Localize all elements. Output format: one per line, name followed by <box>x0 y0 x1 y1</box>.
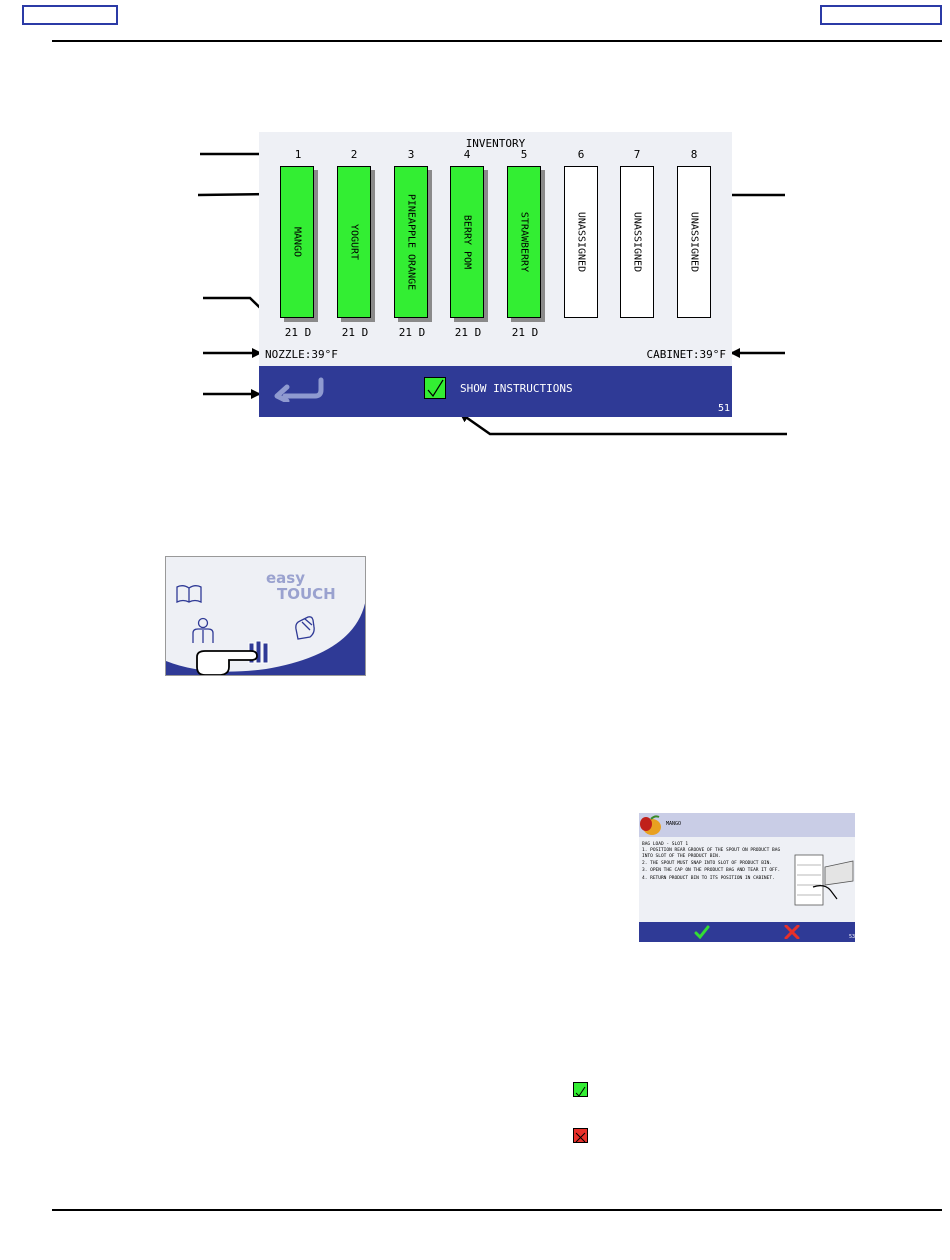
bin-label: MANGO <box>291 226 303 258</box>
confirm-check-icon[interactable] <box>694 925 710 939</box>
bin-label: YOGURT <box>348 223 360 261</box>
bin-label: BERRY POM <box>461 214 473 270</box>
days-remaining-5: 21 D <box>511 326 539 339</box>
instruction-step-3: 3. OPEN THE CAP ON THE PRODUCT BAG AND T… <box>642 868 781 873</box>
days-remaining-1: 21 D <box>284 326 312 339</box>
instruction-screen-number: 53 <box>848 934 855 940</box>
back-arrow-icon[interactable] <box>273 376 325 402</box>
callout-arrows <box>197 149 787 436</box>
product-bin-1[interactable]: MANGO <box>280 166 314 318</box>
inventory-title: INVENTORY <box>465 137 526 150</box>
slot-number-6: 6 <box>577 148 585 161</box>
bin-label: UNASSIGNED <box>688 211 700 273</box>
product-bin-4[interactable]: BERRY POM <box>450 166 484 318</box>
instruction-header: MANGO <box>639 813 855 837</box>
cleaning-hand-icon[interactable] <box>290 613 320 643</box>
instruction-bottom-bar: 53 <box>639 922 855 942</box>
slot-number-5: 5 <box>520 148 528 161</box>
legend-check-icon <box>573 1082 588 1097</box>
product-bin-2[interactable]: YOGURT <box>337 166 371 318</box>
inventory-screen: INVENTORY 1 2 3 4 5 6 7 8 MANGO YOGURT P… <box>259 132 732 417</box>
cabinet-temperature: CABINET:39°F <box>646 348 726 361</box>
home-screen: easy TOUCH <box>165 556 366 676</box>
arrow-show-instructions <box>459 411 787 436</box>
slot-number-3: 3 <box>407 148 415 161</box>
instruction-text: BAG LOAD - SLOT 1 1. POSITION REAR GROOV… <box>642 842 792 882</box>
days-remaining-3: 21 D <box>398 326 426 339</box>
pointing-hand-icon <box>196 650 258 675</box>
mango-icon <box>640 815 661 835</box>
show-instructions-label: SHOW INSTRUCTIONS <box>460 382 573 395</box>
product-bin-3[interactable]: PINEAPPLE ORANGE <box>394 166 428 318</box>
product-bin-8[interactable]: UNASSIGNED <box>677 166 711 318</box>
home-screen-background <box>166 557 365 672</box>
slot-number-7: 7 <box>633 148 641 161</box>
legend-cancel-icon <box>573 1128 588 1143</box>
logo-easy: easy <box>266 569 306 587</box>
cancel-x-icon[interactable] <box>784 925 800 939</box>
header-right-box <box>820 5 942 25</box>
slot-number-4: 4 <box>463 148 471 161</box>
product-bin-6[interactable]: UNASSIGNED <box>564 166 598 318</box>
bin-label: STRAWBERRY <box>518 211 530 273</box>
instruction-step-2: 2. THE SPOUT MUST SNAP INTO SLOT OF PROD… <box>642 861 773 866</box>
top-rule <box>52 40 942 42</box>
instruction-screen: MANGO BAG LOAD - SLOT 1 1. POSITION REAR… <box>639 813 855 942</box>
logo-touch: TOUCH <box>277 585 336 603</box>
days-remaining-2: 21 D <box>341 326 369 339</box>
checkmark-icon <box>427 379 444 398</box>
instruction-step-4: 4. RETURN PRODUCT BIN TO ITS POSITION IN… <box>642 876 775 881</box>
bin-label: UNASSIGNED <box>631 211 643 273</box>
product-bin-5[interactable]: STRAWBERRY <box>507 166 541 318</box>
bottom-bar: SHOW INSTRUCTIONS 51 <box>259 366 732 417</box>
instruction-heading: BAG LOAD - SLOT 1 <box>642 842 689 847</box>
nozzle-temperature: NOZZLE:39°F <box>265 348 338 361</box>
bottom-rule <box>52 1209 942 1211</box>
slot-number-8: 8 <box>690 148 698 161</box>
product-bin-illustration <box>794 854 854 906</box>
header-left-box <box>22 5 118 25</box>
screen-number: 51 <box>717 403 730 414</box>
days-remaining-4: 21 D <box>454 326 482 339</box>
slot-number-2: 2 <box>350 148 358 161</box>
slot-number-1: 1 <box>294 148 302 161</box>
bin-label: UNASSIGNED <box>575 211 587 273</box>
user-icon[interactable] <box>190 617 216 647</box>
instruction-step-1: 1. POSITION REAR GROOVE OF THE SPOUT ON … <box>642 848 781 859</box>
show-instructions-checkbox[interactable] <box>424 377 446 399</box>
instruction-title: MANGO <box>666 821 682 827</box>
book-icon[interactable] <box>174 583 204 605</box>
bin-label: PINEAPPLE ORANGE <box>405 193 417 291</box>
product-bin-7[interactable]: UNASSIGNED <box>620 166 654 318</box>
